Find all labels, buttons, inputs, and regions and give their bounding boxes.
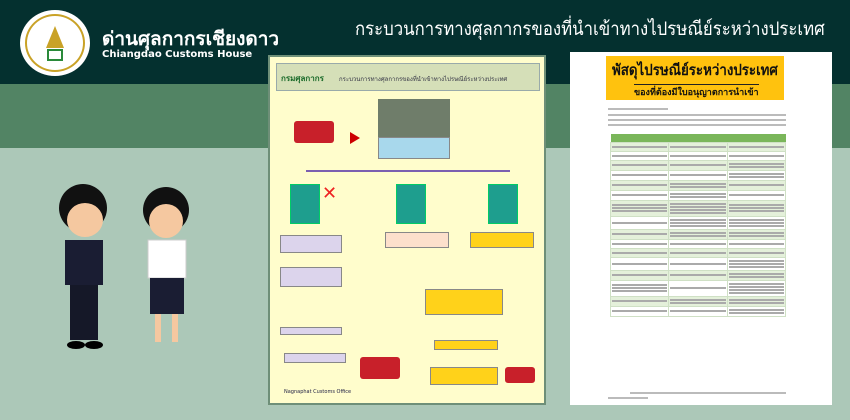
delivery-truck-icon bbox=[360, 357, 400, 379]
document-title: พัสดุไปรษณีย์ระหว่างประเทศ bbox=[612, 61, 778, 79]
org-name-th: ด่านศุลกากรเชียงดาว bbox=[102, 28, 280, 50]
page-title: กระบวนการทางศุลกากรของที่นำเข้าทางไปรษณี… bbox=[355, 19, 825, 40]
poster-footer: Nagnaphat Customs Office bbox=[284, 389, 352, 395]
document-title-banner: พัสดุไปรษณีย์ระหว่างประเทศ ของที่ต้องมีใ… bbox=[606, 56, 784, 100]
step-notify bbox=[280, 327, 342, 335]
poster-logo: กรมศุลกากร bbox=[281, 74, 324, 83]
poster-title: กระบวนการทางศุลกากรของที่นำเข้าทางไปรษณี… bbox=[339, 76, 508, 83]
step-dutiable bbox=[470, 232, 534, 248]
step-seize bbox=[280, 267, 342, 287]
permit-document: พัสดุไปรษณีย์ระหว่างประเทศ ของที่ต้องมีใ… bbox=[570, 52, 832, 405]
step-dutyfree bbox=[385, 232, 449, 248]
dutyfree-items-icon bbox=[396, 184, 426, 224]
officers-illustration bbox=[59, 184, 189, 349]
step-prohibited bbox=[280, 235, 342, 253]
mail-truck-icon bbox=[294, 121, 334, 143]
dutiable-items-icon bbox=[488, 184, 518, 224]
customs-process-poster: กรมศุลกากร กระบวนการทางศุลกากรของที่นำเข… bbox=[268, 55, 546, 405]
step-deliver bbox=[430, 367, 498, 385]
org-name-en: Chiangdao Customs House bbox=[102, 49, 253, 60]
arrow-right-icon bbox=[350, 132, 360, 144]
step-assess bbox=[425, 289, 503, 315]
delivery-truck-icon-2 bbox=[505, 367, 535, 383]
step-return bbox=[284, 353, 346, 363]
step-pay bbox=[434, 340, 498, 350]
cross-icon: ✕ bbox=[322, 183, 338, 204]
customs-logo bbox=[20, 10, 90, 76]
poster-header: กรมศุลกากร กระบวนการทางศุลกากรของที่นำเข… bbox=[276, 63, 540, 91]
prohibited-items-icon bbox=[290, 184, 320, 224]
document-subtitle: ของที่ต้องมีใบอนุญาตการนำเข้า bbox=[634, 84, 759, 99]
permit-table bbox=[609, 134, 787, 317]
step-post-office bbox=[378, 137, 450, 159]
post-office-photo bbox=[378, 99, 450, 137]
